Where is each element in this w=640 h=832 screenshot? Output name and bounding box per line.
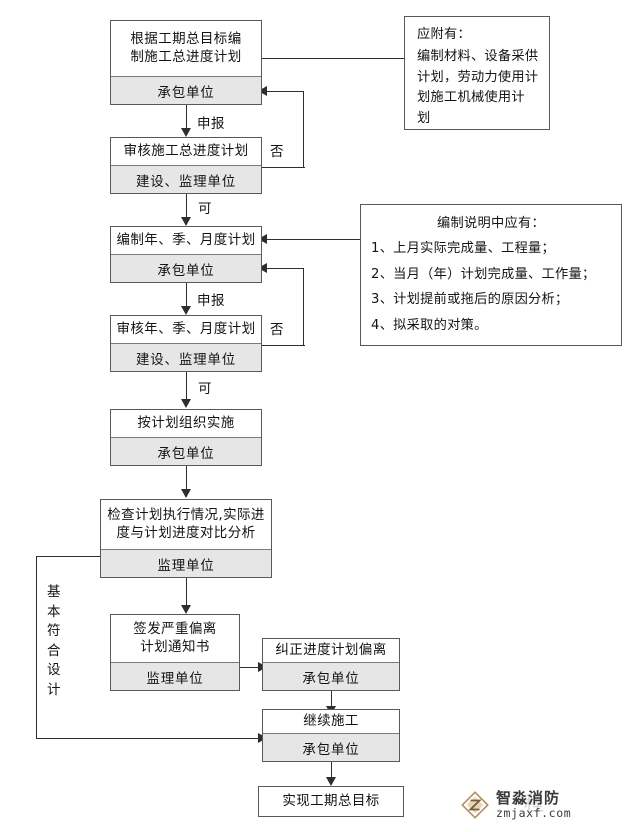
node-n9-actor: 承包单位 <box>263 733 399 761</box>
edge-n2-n3-arrow <box>181 217 191 226</box>
conform-loop-top <box>36 556 111 557</box>
note-instructions-head: 编制说明中应有： <box>437 216 545 231</box>
feedback1-horizontal-top <box>262 91 304 92</box>
node-n8[interactable]: 纠正进度计划偏离 承包单位 <box>262 638 400 691</box>
edge-label-conform: 基本符合设计 <box>46 583 62 701</box>
node-n7[interactable]: 签发严重偏离计划通知书 监理单位 <box>110 614 240 691</box>
edge-n4-n5-line <box>186 372 187 402</box>
node-n1-title: 根据工期总目标编制施工总进度计划 <box>111 21 261 76</box>
watermark: 智淼消防 zmjaxf.com <box>460 790 571 820</box>
edge-n4-n5-arrow <box>181 399 191 408</box>
edge-n7-n8-line <box>240 667 262 668</box>
edge-n5-n6-line <box>186 466 187 492</box>
feedback2-vertical <box>303 268 304 346</box>
edge-n5-n6-arrow <box>181 489 191 498</box>
conform-label-char-5: 设 <box>47 662 61 679</box>
conform-label-char-6: 计 <box>47 681 61 698</box>
edge-label-approve-2: 可 <box>196 377 214 397</box>
feedback2-arrowhead <box>258 263 267 273</box>
node-n8-title: 纠正进度计划偏离 <box>263 639 399 662</box>
feedback2-horizontal-top <box>262 268 304 269</box>
note-attachments-head: 应附有： <box>417 27 471 42</box>
connector-n1-to-note1 <box>262 58 434 59</box>
note-instructions: 编制说明中应有： 1、上月实际完成量、工程量； 2、当月（年）计划完成量、工作量… <box>360 204 622 346</box>
edge-n1-n2-arrow <box>181 128 191 137</box>
conform-label-char-4: 合 <box>47 642 61 659</box>
feedback1-vertical <box>303 91 304 168</box>
edge-label-approve-1: 可 <box>196 197 214 217</box>
node-n4-actor: 建设、监理单位 <box>111 343 261 371</box>
edge-n9-n10-line <box>331 762 332 780</box>
node-n4-title: 审核年、季、月度计划 <box>111 316 261 343</box>
edge-label-submit-2: 申报 <box>195 289 227 309</box>
node-n2-actor: 建设、监理单位 <box>111 165 261 193</box>
feedback1-horizontal-bottom <box>262 167 305 168</box>
edge-n6-n7-line <box>186 578 187 608</box>
edge-n6-n7-arrow <box>181 605 191 614</box>
node-n7-title: 签发严重偏离计划通知书 <box>111 615 239 662</box>
node-n6-title: 检查计划执行情况,实际进度与计划进度对比分析 <box>101 500 271 549</box>
watermark-brand: 智淼消防 <box>496 789 561 808</box>
edge-n9-n10-arrow <box>326 777 336 786</box>
node-n2[interactable]: 审核施工总进度计划 建设、监理单位 <box>110 137 262 194</box>
edge-n2-n3-line <box>186 194 187 220</box>
conform-label-char-1: 基 <box>47 584 61 600</box>
note-attachments-line-4: 划 <box>417 110 431 126</box>
feedback1-arrowhead <box>258 86 267 96</box>
node-n5[interactable]: 按计划组织实施 承包单位 <box>110 409 262 466</box>
node-n5-title: 按计划组织实施 <box>111 410 261 437</box>
conform-loop-bottom <box>36 738 262 739</box>
watermark-text: 智淼消防 zmjaxf.com <box>496 789 572 820</box>
note-attachments-line-1: 编制材料、设备采供 <box>417 49 539 65</box>
edge-label-reject-1: 否 <box>268 140 286 160</box>
node-n3-actor: 承包单位 <box>111 254 261 282</box>
node-n10[interactable]: 实现工期总目标 <box>258 786 404 817</box>
conform-label-char-2: 本 <box>47 603 61 620</box>
brand-diamond-icon <box>461 791 489 819</box>
node-n6[interactable]: 检查计划执行情况,实际进度与计划进度对比分析 监理单位 <box>100 499 272 578</box>
node-n9-title: 继续施工 <box>263 710 399 733</box>
note-attachments: 应附有： 编制材料、设备采供 计划，劳动力使用计 划施工机械使用计 划 <box>404 16 550 130</box>
edge-label-reject-2: 否 <box>268 318 286 338</box>
edge-n3-n4-arrow <box>181 306 191 315</box>
connector-note2-arrowhead <box>258 234 267 244</box>
node-n5-actor: 承包单位 <box>111 437 261 465</box>
node-n10-title: 实现工期总目标 <box>259 787 403 816</box>
note-attachments-line-2: 计划，劳动力使用计 <box>417 69 539 85</box>
feedback2-horizontal-bottom <box>262 345 305 346</box>
note-instructions-item-4: 4、拟采取的对策。 <box>371 317 488 333</box>
node-n3[interactable]: 编制年、季、月度计划 承包单位 <box>110 226 262 283</box>
node-n1-actor: 承包单位 <box>111 76 261 104</box>
watermark-url: zmjaxf.com <box>496 805 572 820</box>
note-instructions-item-1: 1、上月实际完成量、工程量； <box>371 241 556 257</box>
edge-n8-n9-line <box>331 691 332 709</box>
node-n1[interactable]: 根据工期总目标编制施工总进度计划 承包单位 <box>110 20 262 105</box>
connector-note2-to-n3 <box>262 239 360 240</box>
edge-label-submit-1: 申报 <box>195 112 227 132</box>
watermark-ghost-char: 程 <box>524 791 546 815</box>
node-n4[interactable]: 审核年、季、月度计划 建设、监理单位 <box>110 315 262 372</box>
node-n7-actor: 监理单位 <box>111 662 239 690</box>
node-n6-actor: 监理单位 <box>101 549 271 577</box>
conform-loop-vertical <box>36 556 37 739</box>
node-n3-title: 编制年、季、月度计划 <box>111 227 261 254</box>
conform-label-char-3: 符 <box>47 623 61 640</box>
edge-n3-n4-line <box>186 283 187 309</box>
note-attachments-line-3: 划施工机械使用计 <box>417 90 525 106</box>
node-n2-title: 审核施工总进度计划 <box>111 138 261 165</box>
node-n9[interactable]: 继续施工 承包单位 <box>262 709 400 762</box>
node-n8-actor: 承包单位 <box>263 662 399 690</box>
edge-n1-n2-line <box>186 105 187 131</box>
note-instructions-item-2: 2、当月（年）计划完成量、工作量； <box>371 266 596 282</box>
note-instructions-item-3: 3、计划提前或拖后的原因分析； <box>371 292 569 308</box>
